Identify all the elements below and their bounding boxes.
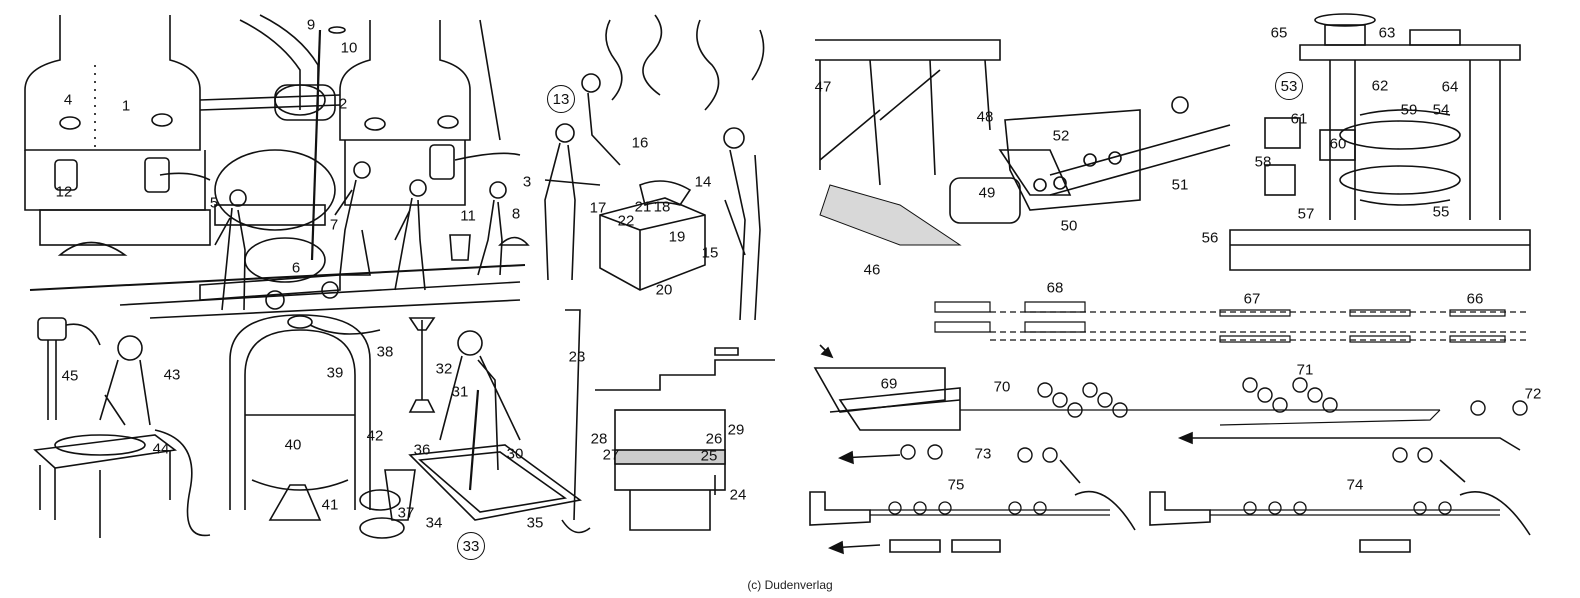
callout-73: 73	[974, 445, 992, 463]
callout-20: 20	[655, 281, 673, 299]
callout-64: 64	[1441, 78, 1459, 96]
callout-5: 5	[209, 194, 219, 212]
callout-27: 27	[602, 446, 620, 464]
callout-24: 24	[729, 486, 747, 504]
callout-4: 4	[63, 91, 73, 109]
callout-26: 26	[705, 430, 723, 448]
callout-9: 9	[306, 16, 316, 34]
callout-61: 61	[1290, 110, 1308, 128]
callout-7: 7	[329, 216, 339, 234]
callout-31: 31	[451, 383, 469, 401]
callout-22: 22	[617, 212, 635, 230]
callout-8: 8	[511, 205, 521, 223]
callout-49: 49	[978, 184, 996, 202]
callout-12: 12	[55, 183, 73, 201]
moulding-scene	[33, 309, 775, 539]
callout-35: 35	[526, 514, 544, 532]
callout-63: 63	[1378, 24, 1396, 42]
callout-37: 37	[397, 504, 415, 522]
callout-19: 19	[668, 228, 686, 246]
callout-58: 58	[1254, 153, 1272, 171]
ingot-casting-scene	[544, 14, 765, 321]
callout-13: 13	[547, 85, 575, 113]
callout-59: 59	[1400, 101, 1418, 119]
callout-3: 3	[522, 173, 532, 191]
callout-18: 18	[653, 198, 671, 216]
callout-70: 70	[993, 378, 1011, 396]
image-credit: (c) Dudenverlag	[747, 578, 833, 592]
callout-14: 14	[694, 173, 712, 191]
callout-60: 60	[1329, 135, 1347, 153]
callout-15: 15	[701, 244, 719, 262]
callout-44: 44	[152, 440, 170, 458]
callout-55: 55	[1432, 203, 1450, 221]
callout-39: 39	[326, 364, 344, 382]
callout-17: 17	[589, 199, 607, 217]
callout-56: 56	[1201, 229, 1219, 247]
callout-40: 40	[284, 436, 302, 454]
callout-36: 36	[413, 441, 431, 459]
callout-29: 29	[727, 421, 745, 439]
callout-34: 34	[425, 514, 443, 532]
callout-74: 74	[1346, 476, 1364, 494]
callout-32: 32	[435, 360, 453, 378]
callout-72: 72	[1524, 385, 1542, 403]
callout-21: 21	[634, 198, 652, 216]
callout-11: 11	[460, 207, 476, 225]
callout-42: 42	[366, 427, 384, 445]
callout-66: 66	[1466, 290, 1484, 308]
callout-45: 45	[61, 367, 79, 385]
callout-68: 68	[1046, 279, 1064, 297]
rolling-mill-scene	[815, 13, 1531, 271]
callout-62: 62	[1371, 77, 1389, 95]
callout-67: 67	[1243, 290, 1261, 308]
callout-33: 33	[457, 532, 485, 560]
callout-43: 43	[163, 366, 181, 384]
callout-50: 50	[1060, 217, 1078, 235]
callout-57: 57	[1297, 205, 1315, 223]
converter-scene	[24, 14, 530, 319]
callout-38: 38	[376, 343, 394, 361]
callout-75: 75	[947, 476, 965, 494]
callout-47: 47	[814, 78, 832, 96]
callout-25: 25	[700, 447, 718, 465]
callout-6: 6	[291, 259, 301, 277]
callout-54: 54	[1432, 101, 1450, 119]
callout-65: 65	[1270, 24, 1288, 42]
callout-10: 10	[340, 39, 358, 57]
callout-51: 51	[1171, 176, 1189, 194]
callout-1: 1	[121, 97, 131, 115]
callout-71: 71	[1296, 361, 1314, 379]
callout-28: 28	[590, 430, 608, 448]
callout-41: 41	[321, 496, 339, 514]
callout-46: 46	[863, 261, 881, 279]
callout-52: 52	[1052, 127, 1070, 145]
callout-2: 2	[338, 95, 348, 113]
callout-23: 23	[568, 348, 586, 366]
callout-16: 16	[631, 134, 649, 152]
callout-69: 69	[880, 375, 898, 393]
callout-53: 53	[1275, 72, 1303, 100]
callout-48: 48	[976, 108, 994, 126]
rolling-process-diagram	[809, 301, 1531, 555]
callout-30: 30	[506, 445, 524, 463]
